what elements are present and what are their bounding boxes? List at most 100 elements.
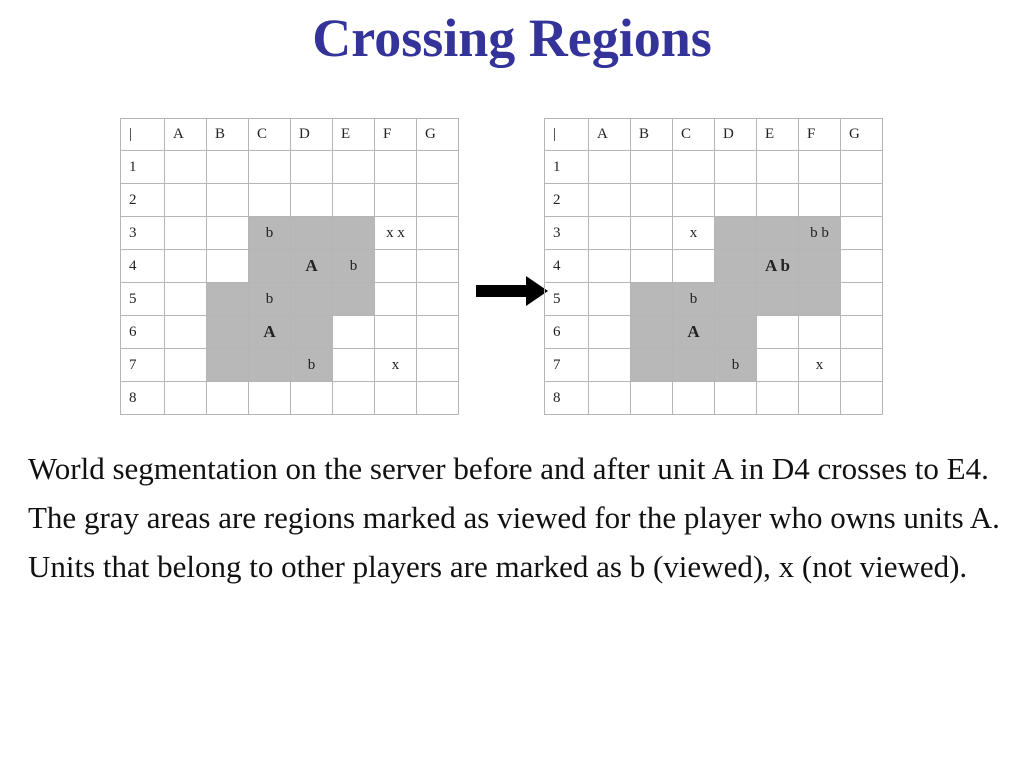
before-cell-F1 bbox=[374, 150, 417, 184]
before-cell-A6 bbox=[164, 315, 207, 349]
before-cell-G7 bbox=[416, 348, 459, 382]
after-cell-A8 bbox=[588, 381, 631, 415]
before-cell-F7: x bbox=[374, 348, 417, 382]
before-row-header-1: 1 bbox=[120, 150, 165, 184]
after-cell-E1 bbox=[756, 150, 799, 184]
before-col-header-D: D bbox=[290, 118, 333, 151]
before-row-1: 1 bbox=[120, 150, 459, 184]
after-cell-F1 bbox=[798, 150, 841, 184]
after-row-header-2: 2 bbox=[544, 183, 589, 217]
before-row-header-2: 2 bbox=[120, 183, 165, 217]
after-cell-E5 bbox=[756, 282, 799, 316]
before-cell-F8 bbox=[374, 381, 417, 415]
before-cell-C5: b bbox=[248, 282, 291, 316]
after-col-header-C: C bbox=[672, 118, 715, 151]
after-cell-A2 bbox=[588, 183, 631, 217]
after-cell-A1 bbox=[588, 150, 631, 184]
after-row-header-7: 7 bbox=[544, 348, 589, 382]
after-col-header-B: B bbox=[630, 118, 673, 151]
before-cell-A8 bbox=[164, 381, 207, 415]
before-cell-A7 bbox=[164, 348, 207, 382]
after-cell-D2 bbox=[714, 183, 757, 217]
before-cell-F6 bbox=[374, 315, 417, 349]
before-cell-C7 bbox=[248, 348, 291, 382]
before-cell-G5 bbox=[416, 282, 459, 316]
after-cell-C5: b bbox=[672, 282, 715, 316]
after-cell-D8 bbox=[714, 381, 757, 415]
after-row-header-6: 6 bbox=[544, 315, 589, 349]
before-cell-D4: A bbox=[290, 249, 333, 283]
before-cell-E5 bbox=[332, 282, 375, 316]
before-cell-E4: b bbox=[332, 249, 375, 283]
after-col-header-G: G bbox=[840, 118, 883, 151]
before-cell-G1 bbox=[416, 150, 459, 184]
before-row-header-5: 5 bbox=[120, 282, 165, 316]
paragraph-segmentation: World segmentation on the server before … bbox=[28, 451, 989, 486]
after-cell-F6 bbox=[798, 315, 841, 349]
after-cell-E6 bbox=[756, 315, 799, 349]
after-cell-B3 bbox=[630, 216, 673, 250]
before-col-header-B: B bbox=[206, 118, 249, 151]
after-cell-D1 bbox=[714, 150, 757, 184]
after-col-header-E: E bbox=[756, 118, 799, 151]
after-cell-B6 bbox=[630, 315, 673, 349]
before-cell-C1 bbox=[248, 150, 291, 184]
after-cell-C8 bbox=[672, 381, 715, 415]
before-cell-D6 bbox=[290, 315, 333, 349]
slide-title: Crossing Regions bbox=[312, 8, 712, 68]
before-col-header-F: F bbox=[374, 118, 417, 151]
after-cell-G6 bbox=[840, 315, 883, 349]
after-cell-G7 bbox=[840, 348, 883, 382]
after-cell-F8 bbox=[798, 381, 841, 415]
before-row-8: 8 bbox=[120, 381, 459, 415]
before-row-header-8: 8 bbox=[120, 381, 165, 415]
before-cell-F3: x x bbox=[374, 216, 417, 250]
after-cell-F5 bbox=[798, 282, 841, 316]
after-cell-F3: b b bbox=[798, 216, 841, 250]
after-cell-F4 bbox=[798, 249, 841, 283]
before-cell-G8 bbox=[416, 381, 459, 415]
before-cell-G4 bbox=[416, 249, 459, 283]
before-cell-A5 bbox=[164, 282, 207, 316]
after-cell-C7 bbox=[672, 348, 715, 382]
after-cell-B2 bbox=[630, 183, 673, 217]
before-cell-C4 bbox=[248, 249, 291, 283]
paragraph-gray-areas: The gray areas are regions marked as vie… bbox=[28, 500, 1000, 535]
after-cell-B7 bbox=[630, 348, 673, 382]
after-cell-E4: A b bbox=[756, 249, 799, 283]
after-cell-A7 bbox=[588, 348, 631, 382]
before-cell-G6 bbox=[416, 315, 459, 349]
after-cell-A3 bbox=[588, 216, 631, 250]
before-cell-C2 bbox=[248, 183, 291, 217]
before-cell-E1 bbox=[332, 150, 375, 184]
before-cell-B1 bbox=[206, 150, 249, 184]
before-row-header-6: 6 bbox=[120, 315, 165, 349]
after-cell-C2 bbox=[672, 183, 715, 217]
before-cell-B8 bbox=[206, 381, 249, 415]
after-cell-D4 bbox=[714, 249, 757, 283]
after-cell-A6 bbox=[588, 315, 631, 349]
after-cell-B1 bbox=[630, 150, 673, 184]
after-col-header-D: D bbox=[714, 118, 757, 151]
after-cell-D5 bbox=[714, 282, 757, 316]
before-cell-D7: b bbox=[290, 348, 333, 382]
after-cell-C1 bbox=[672, 150, 715, 184]
after-row-header-5: 5 bbox=[544, 282, 589, 316]
before-col-header-E: E bbox=[332, 118, 375, 151]
before-cell-G2 bbox=[416, 183, 459, 217]
before-cell-F2 bbox=[374, 183, 417, 217]
after-cell-F2 bbox=[798, 183, 841, 217]
before-cell-E7 bbox=[332, 348, 375, 382]
before-cell-E8 bbox=[332, 381, 375, 415]
before-col-header-C: C bbox=[248, 118, 291, 151]
after-row-header-3: 3 bbox=[544, 216, 589, 250]
